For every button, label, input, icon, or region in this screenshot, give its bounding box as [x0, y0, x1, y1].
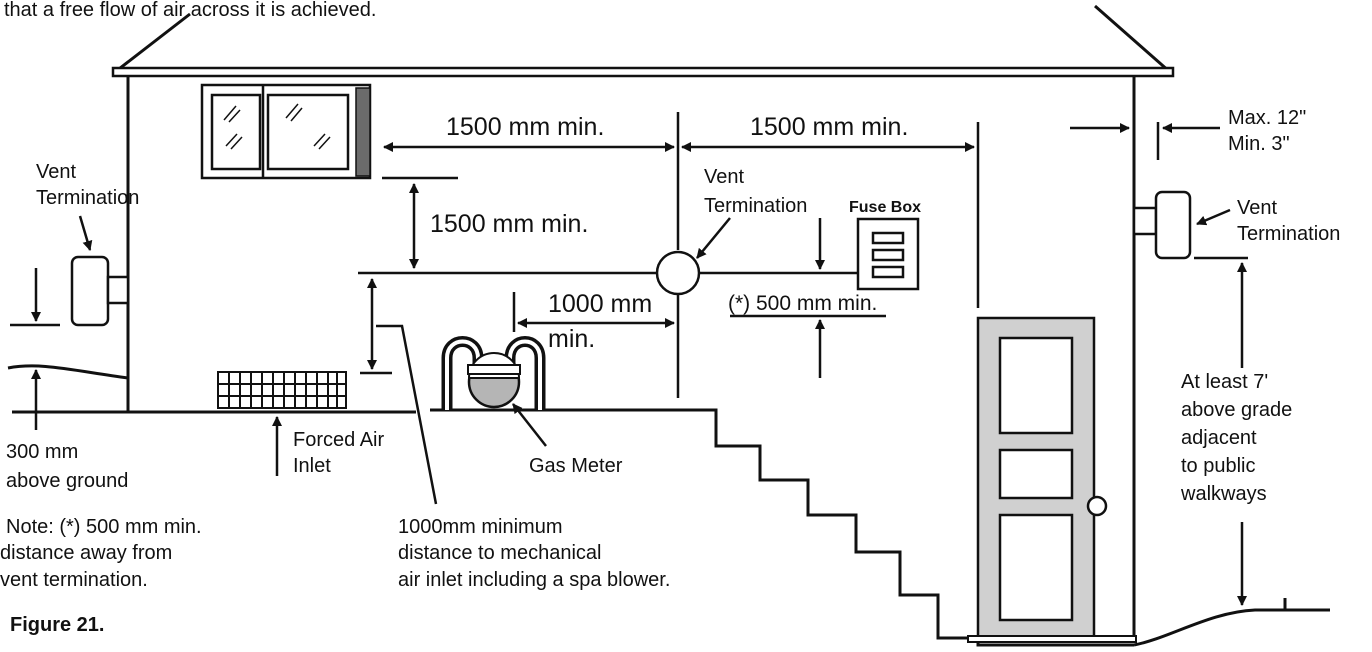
label-note-2: distance away from [0, 542, 172, 564]
label-forced-air-2: Inlet [293, 455, 331, 477]
house [7, 4, 1330, 647]
fuse-box [856, 217, 920, 291]
window-shutter [355, 87, 371, 177]
roof-right-slope [1094, 4, 1171, 74]
window-pane-left [210, 93, 262, 171]
dim-fuse-box: (*) 500 mm min. [728, 292, 877, 315]
label-vent-left-1: Vent [36, 161, 76, 183]
window-pane-right [266, 93, 350, 171]
window-glare-marks [223, 103, 331, 150]
label-above-ground-1: 300 mm [6, 441, 78, 463]
figure-label: Figure 21. [10, 614, 104, 636]
label-vent-left-2: Termination [36, 187, 139, 209]
label-above-ground-2: above ground [6, 470, 128, 492]
dim-window-to-vent: 1500 mm min. [446, 113, 604, 141]
ground-left [7, 364, 129, 380]
vent-left-collar [106, 275, 130, 305]
roof-eave [111, 66, 1175, 78]
label-above-grade-5: walkways [1180, 483, 1267, 505]
caption-top-text: that a free flow of air across it is ach… [4, 0, 376, 21]
label-mechanical-3: air inlet including a spa blower. [398, 569, 670, 591]
door-panel-bottom [998, 513, 1074, 622]
gas-meter [441, 336, 546, 410]
right-ground [1133, 598, 1330, 647]
label-note-3: vent termination. [0, 569, 148, 591]
vent-left [70, 255, 130, 327]
dimension-lines [10, 112, 1248, 606]
gas-meter-pipe-right-inner [508, 339, 542, 410]
label-forced-air-1: Forced Air [293, 429, 384, 451]
vent-right-body [1154, 190, 1192, 260]
door-threshold [967, 635, 1137, 643]
label-vent-right-2: Termination [1237, 223, 1340, 245]
dim-vent-to-door: 1500 mm min. [750, 113, 908, 141]
vent-center [655, 250, 701, 296]
air-inlet-grille-icon [217, 371, 347, 409]
vent-icon [70, 255, 110, 327]
label-overhang-max: Max. 12" [1228, 107, 1306, 129]
door-knob [1086, 495, 1108, 517]
vent-right [1132, 190, 1192, 260]
dim-gas-meter-line1: 1000 mm [548, 290, 652, 318]
door-panel-top [998, 336, 1074, 435]
label-above-grade-4: to public [1181, 455, 1256, 477]
dim-below-window: 1500 mm min. [430, 210, 588, 238]
window [200, 83, 372, 180]
air-inlet-grille [217, 371, 347, 409]
gas-meter-pipe-left-inner [445, 339, 480, 410]
door-panel-middle [998, 448, 1074, 500]
stair-steps [430, 408, 1134, 647]
door [967, 316, 1137, 643]
label-overhang-min: Min. 3" [1228, 133, 1290, 155]
roof-left-slope [114, 12, 191, 74]
label-mechanical-1: 1000mm minimum [398, 516, 562, 538]
label-note-1: Note: (*) 500 mm min. [6, 516, 202, 538]
label-vent-center-1: Vent [704, 166, 744, 188]
label-mechanical-2: distance to mechanical [398, 542, 601, 564]
vent-right-collar [1132, 206, 1158, 236]
dim-gas-meter-line2: min. [548, 325, 595, 353]
label-vent-right-1: Vent [1237, 197, 1277, 219]
label-above-grade-1: At least 7' [1181, 371, 1268, 393]
label-above-grade-3: adjacent [1181, 427, 1257, 449]
label-vent-center-2: Termination [704, 195, 807, 217]
label-gas-meter: Gas Meter [529, 455, 623, 477]
label-above-grade-2: above grade [1181, 399, 1292, 421]
label-fuse-box: Fuse Box [849, 199, 921, 216]
